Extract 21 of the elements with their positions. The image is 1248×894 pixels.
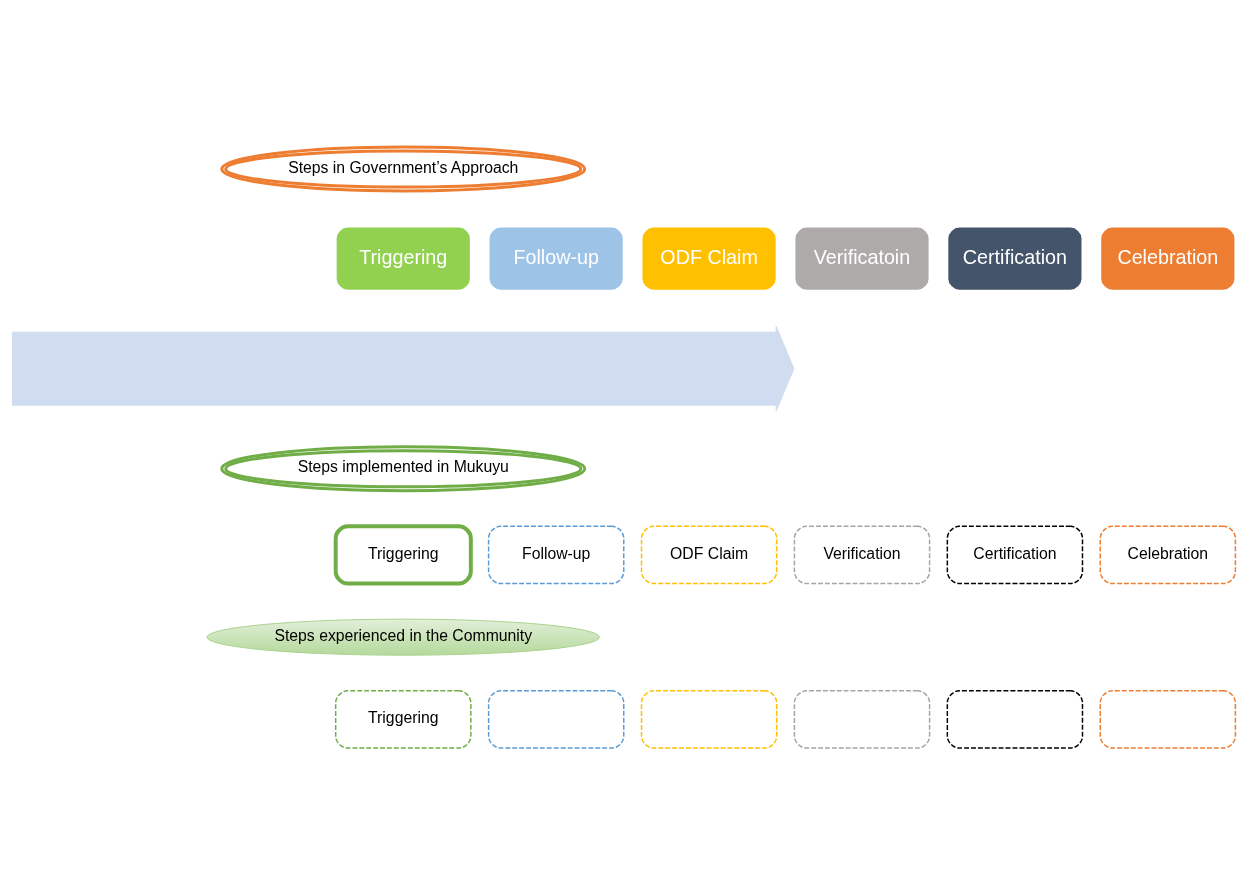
node-box bbox=[487, 689, 625, 749]
node-box bbox=[793, 689, 931, 749]
node-box: Certification bbox=[946, 225, 1084, 292]
node-box: Triggering bbox=[334, 689, 472, 749]
node-box: Celebration bbox=[1099, 525, 1237, 584]
node-arrow bbox=[12, 325, 795, 412]
node-ellipse: Steps implemented in Mukuyu bbox=[220, 444, 587, 492]
node-box: Follow-up bbox=[487, 525, 625, 584]
node-box: ODF Claim bbox=[640, 525, 778, 584]
node-box: Follow-up bbox=[487, 225, 625, 292]
node-box: Triggering bbox=[334, 225, 472, 292]
node-box: Celebration bbox=[1099, 225, 1237, 292]
node-box: Triggering bbox=[333, 523, 473, 585]
node-box bbox=[1099, 689, 1237, 749]
node-box: ODF Claim bbox=[640, 225, 778, 292]
node-box: Verificatoin bbox=[793, 225, 931, 292]
node-ellipse: Steps experienced in the Community bbox=[206, 618, 600, 656]
node-box: Certification bbox=[946, 525, 1084, 584]
node-box: Verification bbox=[793, 525, 931, 584]
node-box bbox=[640, 689, 778, 749]
node-box bbox=[946, 689, 1084, 749]
